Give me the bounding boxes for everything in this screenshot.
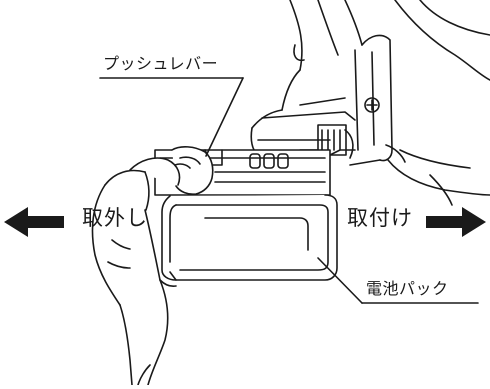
leader-lines	[99, 77, 479, 304]
push-lever-label: プッシュレバー	[103, 54, 219, 73]
push-lever-pointer	[205, 77, 244, 157]
direction-arrows	[4, 207, 486, 237]
arrow-left-icon	[4, 207, 64, 237]
attach-label: 取付け	[347, 206, 413, 230]
right-hand-drawing	[251, 0, 490, 206]
left-hand-drawing	[91, 146, 214, 386]
battery-pack-label: 電池パック	[366, 279, 449, 298]
remove-label: 取外し	[82, 206, 148, 230]
arrow-right-icon	[426, 207, 486, 237]
tool-body-drawing	[250, 34, 406, 166]
battery-pack-pointer	[317, 257, 363, 304]
